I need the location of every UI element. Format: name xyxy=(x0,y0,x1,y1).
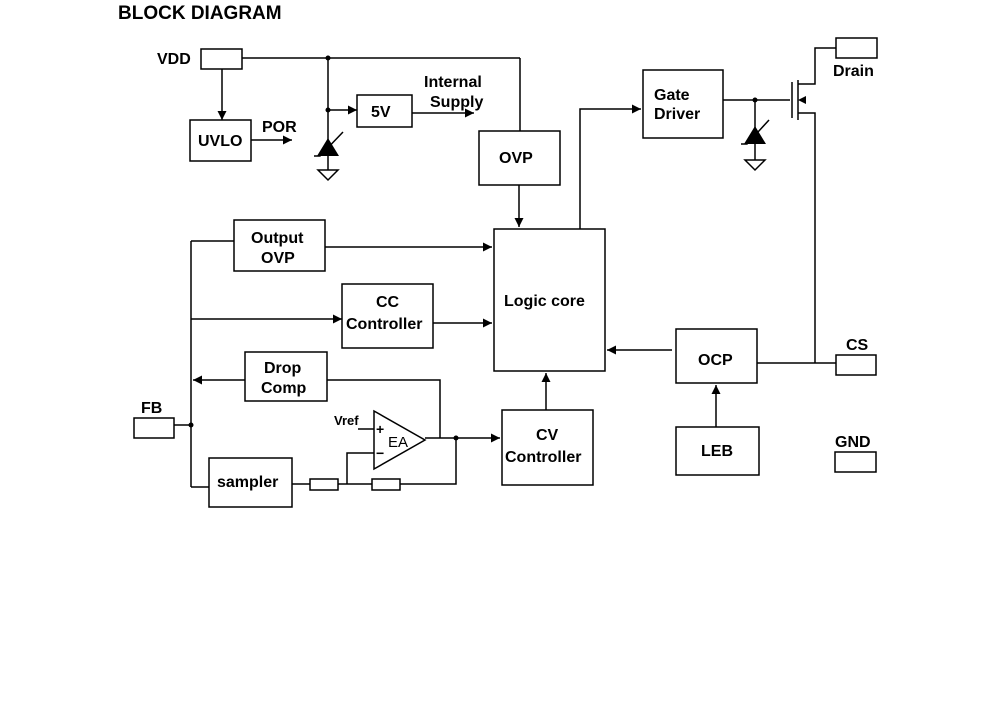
sampler-block xyxy=(208,457,293,508)
drop-comp-block xyxy=(244,351,328,402)
vdd-pin-label: VDD xyxy=(157,51,191,68)
fb-pin xyxy=(133,417,175,439)
error-amplifier xyxy=(373,409,427,471)
cv-controller-label-line1: CV xyxy=(536,427,559,444)
output-ovp-label-line1: Output xyxy=(251,230,304,247)
cv-controller-label-line2: Controller xyxy=(505,449,581,466)
output-ovp-label-line2: OVP xyxy=(261,250,295,267)
leb-label: LEB xyxy=(701,443,733,460)
uvlo-label: UVLO xyxy=(198,133,242,150)
internal-supply-label-line1: Internal xyxy=(424,74,482,91)
cv-controller-block xyxy=(501,409,594,486)
logic-core-block xyxy=(493,228,606,372)
ground-symbol-icon xyxy=(316,169,340,182)
feedback-network-wire xyxy=(400,438,457,485)
mosfet-arrow-icon xyxy=(798,96,806,104)
vref-label: Vref xyxy=(334,413,359,428)
drain-pin-label: Drain xyxy=(833,63,874,80)
cc-controller-label-line2: Controller xyxy=(346,316,422,333)
zener-diode-icon xyxy=(317,138,339,156)
leb-block xyxy=(675,426,760,476)
gate-driver-label-line2: Driver xyxy=(654,106,700,123)
5v-block xyxy=(356,94,413,128)
fb-pin-label: FB xyxy=(141,400,162,417)
junction-dot xyxy=(188,422,194,428)
junction-dot xyxy=(325,55,331,61)
resistor-1 xyxy=(309,478,339,491)
gate-driver-block xyxy=(642,69,724,139)
logic-core-label: Logic core xyxy=(504,293,585,310)
ea-out-to-drop-comp-wire xyxy=(327,379,441,438)
5v-label: 5V xyxy=(371,104,391,121)
source-wire xyxy=(798,112,816,363)
ea-minus-sign: − xyxy=(376,445,384,461)
junction-dot xyxy=(325,107,331,113)
logic-to-gate-driver-wire xyxy=(579,104,641,229)
junction-dot xyxy=(752,97,758,103)
output-ovp-block xyxy=(233,219,326,272)
ocp-block xyxy=(675,328,758,384)
resistor-2 xyxy=(371,478,401,491)
ovp-label: OVP xyxy=(499,150,533,167)
vdd-pin xyxy=(200,48,243,70)
sampler-label: sampler xyxy=(217,474,278,491)
drop-comp-label-line1: Drop xyxy=(264,360,302,377)
gnd-pin xyxy=(834,451,877,473)
gate-driver-label-line1: Gate xyxy=(654,87,690,104)
cs-pin xyxy=(835,354,877,376)
diagram-title: BLOCK DIAGRAM xyxy=(118,3,282,24)
cc-controller-label-line1: CC xyxy=(376,294,400,311)
junction-dot xyxy=(453,435,459,441)
ocp-label: OCP xyxy=(698,352,733,369)
ea-label: EA xyxy=(388,434,408,451)
ea-minus-wire xyxy=(346,452,374,484)
ground-symbol-icon xyxy=(743,159,767,172)
cc-controller-block xyxy=(341,283,434,349)
ea-plus-sign: + xyxy=(376,421,384,437)
cs-pin-label: CS xyxy=(846,337,869,354)
drain-pin xyxy=(835,37,878,59)
drop-comp-label-line2: Comp xyxy=(261,380,307,397)
internal-supply-label-line2: Supply xyxy=(430,94,483,111)
zener-diode-icon xyxy=(744,126,766,144)
gnd-pin-label: GND xyxy=(835,434,871,451)
por-label: POR xyxy=(262,119,297,136)
drain-wire xyxy=(798,47,836,85)
